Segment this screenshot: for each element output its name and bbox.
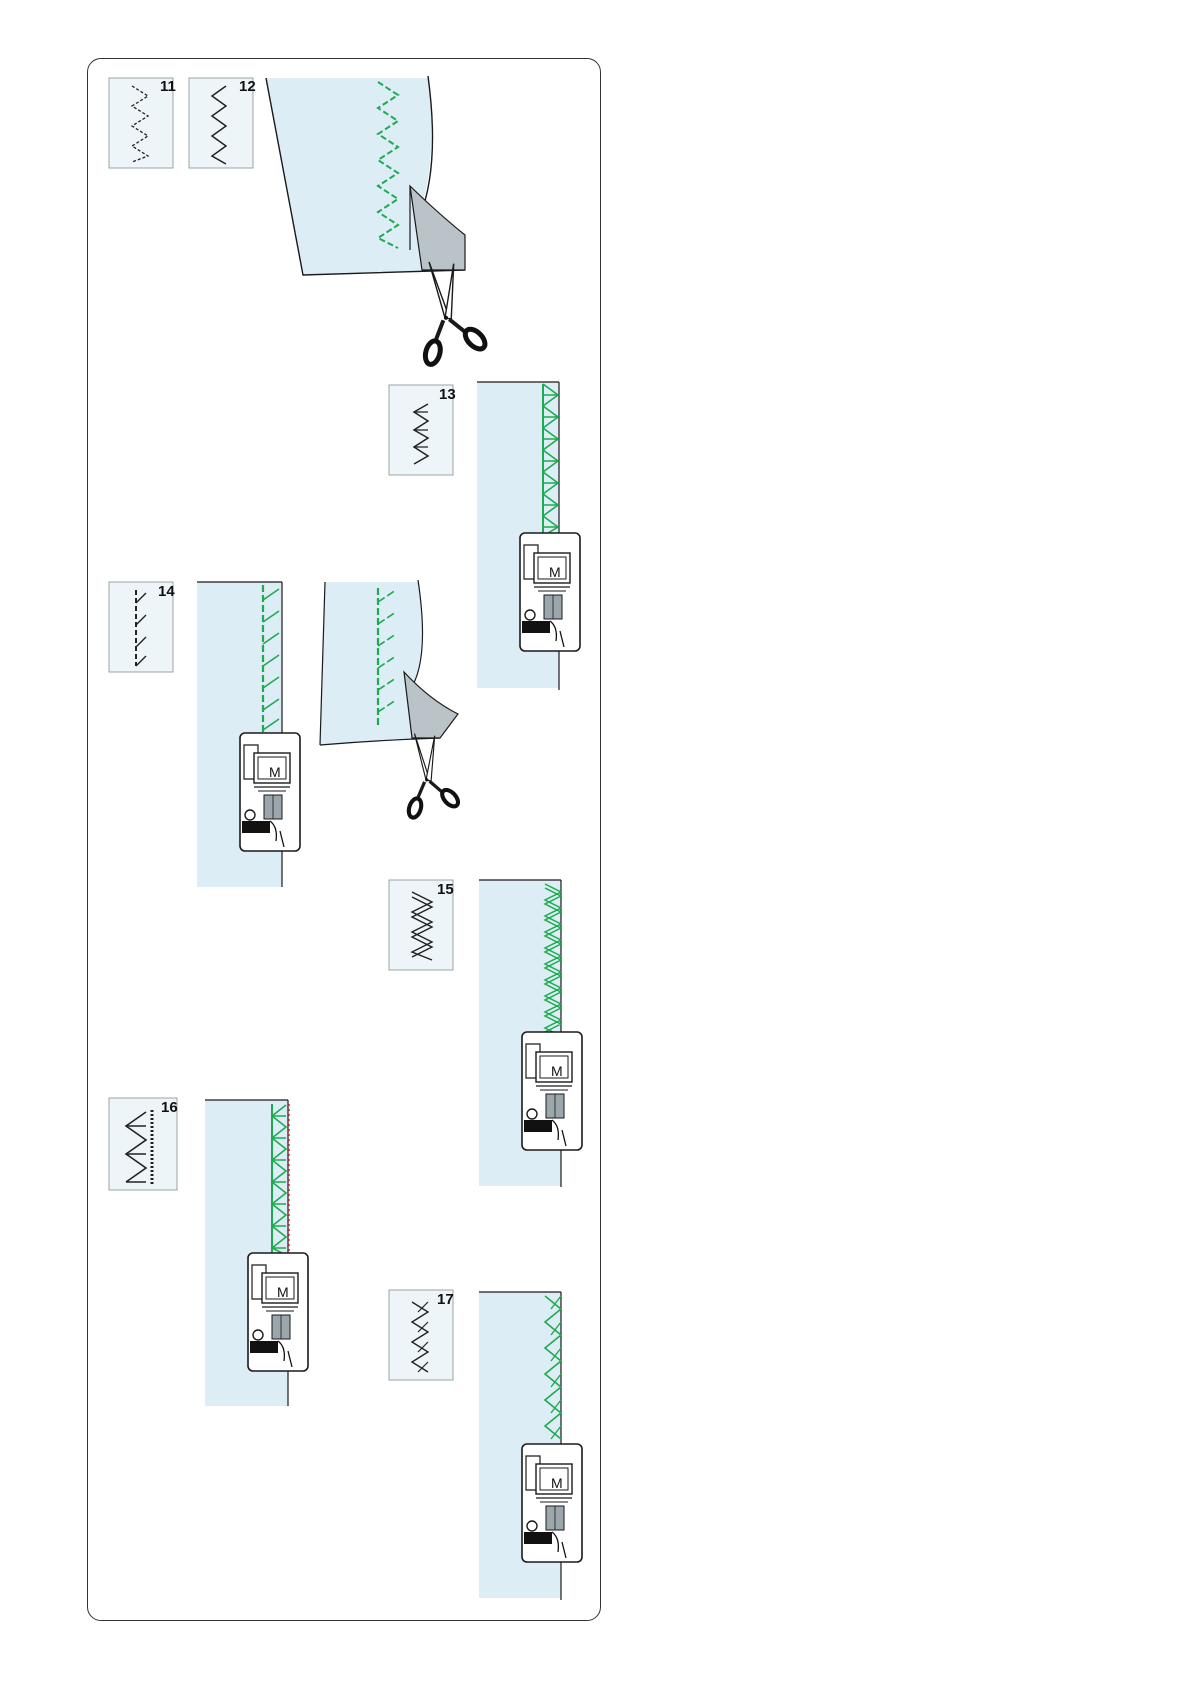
foot-label-m: M xyxy=(269,764,281,780)
stitch-icon-16: 16 xyxy=(109,1098,178,1190)
stitch-icon-15: 15 xyxy=(389,880,454,970)
stitch-icon-12: 12 xyxy=(189,78,256,168)
stitch-icon-14: 14 xyxy=(109,582,175,672)
fabric-trim-illustration-top xyxy=(266,76,491,368)
stitch-number-12: 12 xyxy=(239,78,256,95)
foot-label-m: M xyxy=(551,1063,563,1079)
stitch-number-14: 14 xyxy=(158,583,175,600)
foot-label-m: M xyxy=(277,1284,289,1300)
stitch-number-13: 13 xyxy=(439,386,456,403)
stitch-number-11: 11 xyxy=(160,78,176,95)
stitch-icon-13: 13 xyxy=(389,385,456,475)
stitch-number-15: 15 xyxy=(437,881,454,898)
stitch-icon-11: 11 xyxy=(109,78,176,168)
fabric-stitch-13: M xyxy=(477,382,580,690)
presser-foot-m xyxy=(522,1032,582,1150)
stitch-number-17: 17 xyxy=(437,1291,454,1308)
stitch-number-16: 16 xyxy=(161,1099,178,1116)
presser-foot-m xyxy=(248,1253,308,1371)
fabric-stitch-14: M xyxy=(197,582,300,887)
stitch-icon-17: 17 xyxy=(389,1290,454,1380)
fabric-trim-illustration-14 xyxy=(320,580,463,821)
foot-label-m: M xyxy=(551,1475,563,1491)
presser-foot-m xyxy=(522,1444,582,1562)
fabric-stitch-17: M xyxy=(479,1292,582,1600)
presser-foot-m xyxy=(520,533,580,651)
fabric-stitch-15: M xyxy=(479,880,582,1187)
presser-foot-m xyxy=(240,733,300,851)
scissors-icon xyxy=(395,728,462,820)
foot-label-m: M xyxy=(549,564,561,580)
fabric-stitch-16: M xyxy=(205,1100,308,1406)
